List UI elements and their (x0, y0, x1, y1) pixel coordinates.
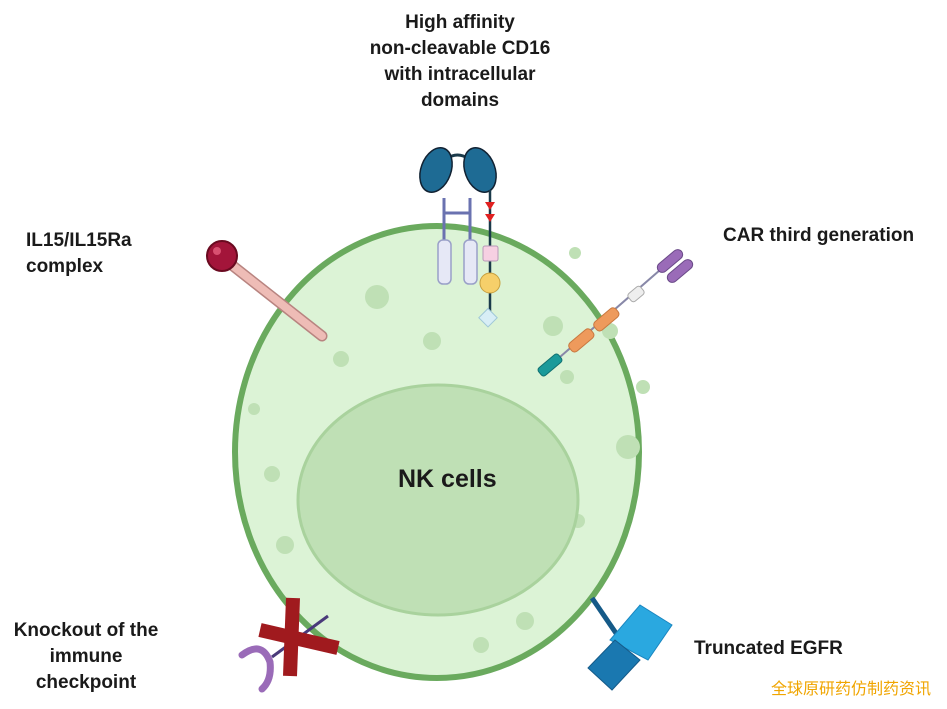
label-line: Knockout of the (13, 620, 159, 641)
label-line: complex (26, 256, 104, 277)
watermark: 全球原研药仿制药资讯 (770, 681, 931, 698)
nucleus-label: NK cells (398, 465, 497, 493)
label-line: Truncated EGFR (694, 638, 843, 659)
label-line: CAR third generation (723, 225, 915, 246)
label-line: checkpoint (35, 672, 137, 693)
nucleus (296, 383, 580, 617)
il15-label: IL15/IL15Ra complex (26, 228, 132, 280)
label-line: IL15/IL15Ra (26, 230, 132, 251)
vesicles (248, 247, 650, 653)
cd16-receptor-icon (419, 147, 501, 328)
il15-complex-icon (206, 240, 328, 342)
label-line: immune (49, 646, 123, 667)
label-line: domains (420, 90, 500, 111)
car-receptor-icon (537, 249, 694, 377)
egfr-label: Truncated EGFR (694, 636, 843, 662)
label-line: non-cleavable CD16 (369, 38, 551, 59)
checkpoint-knockout-icon (238, 597, 340, 693)
label-line: High affinity (405, 12, 515, 33)
car-label: CAR third generation (723, 223, 914, 249)
knockout-label: Knockout of the immune checkpoint (0, 618, 172, 696)
egfr-icon (587, 596, 673, 691)
label-line: with intracellular (384, 64, 536, 85)
cd16-label: High affinity non-cleavable CD16 with in… (340, 10, 580, 114)
